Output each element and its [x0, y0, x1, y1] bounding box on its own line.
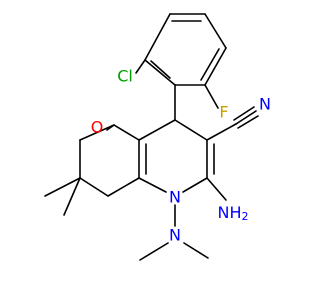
bond: [174, 119, 208, 141]
chlorine-label: Cl: [117, 67, 133, 86]
bond: [235, 110, 257, 125]
dimethylamino-nitrogen-label: N: [169, 226, 181, 245]
nitrile-nitrogen-label: N: [259, 95, 271, 114]
bond: [106, 124, 115, 131]
bond: [107, 177, 140, 197]
bond: [204, 47, 227, 86]
bond: [206, 177, 227, 201]
bond: [144, 13, 171, 61]
bond: [138, 177, 167, 193]
atom-labels: Cl F O N NH2 N N: [91, 67, 271, 245]
oxygen-label: O: [91, 118, 104, 137]
bond: [182, 177, 208, 193]
bond: [135, 59, 146, 74]
bond: [113, 124, 140, 141]
bond: [233, 106, 255, 121]
bond: [138, 119, 176, 141]
bond: [204, 84, 219, 109]
amino-label: NH2: [218, 203, 249, 223]
bond: [139, 242, 169, 261]
bond: [144, 59, 176, 86]
bond: [206, 123, 237, 141]
bond: [183, 242, 209, 259]
molecule-canvas: Cl F O N NH2 N N: [44, 13, 271, 261]
molecule-structure: Cl F O N NH2 N N: [44, 13, 271, 261]
bonds: [44, 13, 259, 261]
bond: [150, 60, 171, 79]
bond: [237, 115, 259, 129]
ring-nitrogen-label: N: [169, 188, 181, 207]
bond: [79, 124, 115, 141]
bond: [44, 177, 81, 197]
bond: [204, 13, 227, 49]
bond: [63, 177, 81, 216]
fluorine-label: F: [219, 103, 228, 122]
bond: [200, 48, 220, 81]
bond: [79, 177, 109, 197]
